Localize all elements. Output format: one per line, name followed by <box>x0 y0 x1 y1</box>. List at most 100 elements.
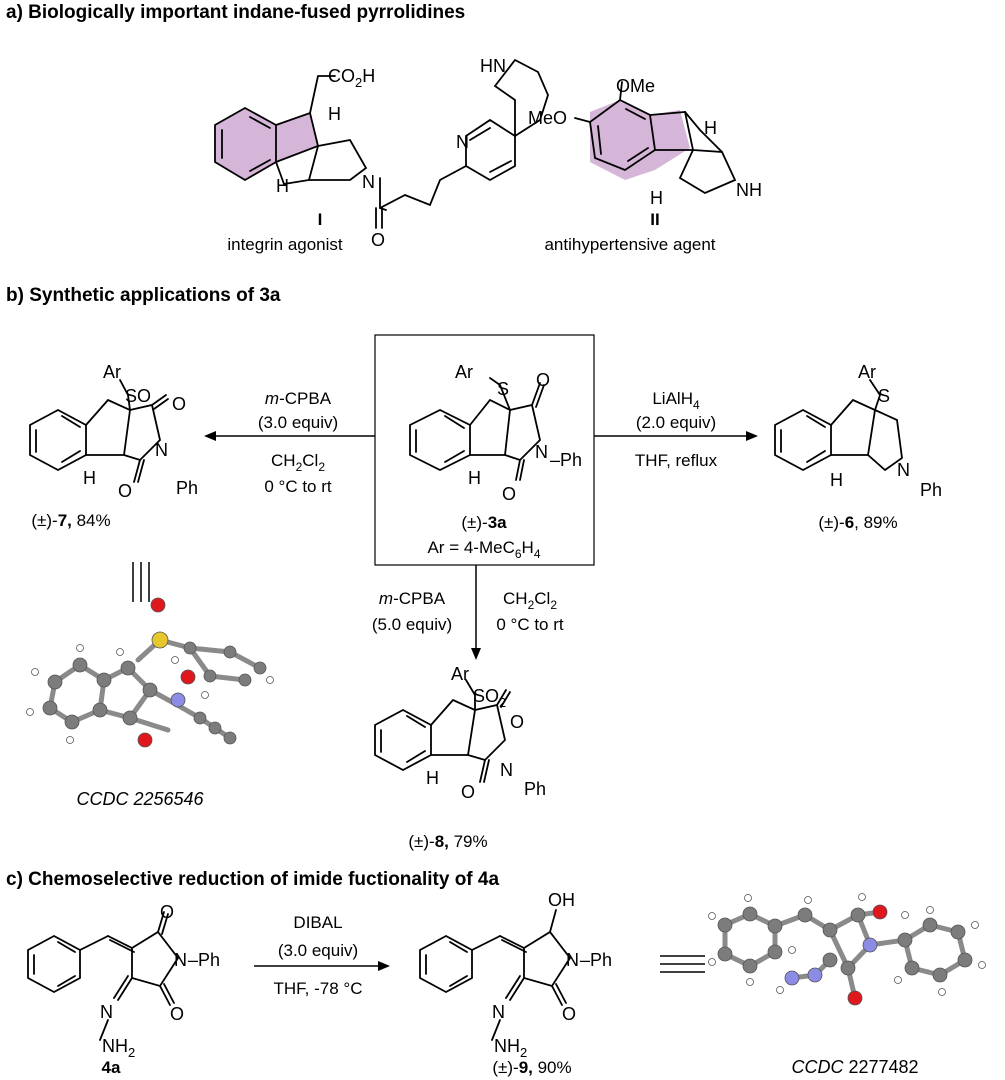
svg-text:SO: SO <box>125 386 151 406</box>
svg-text:O: O <box>461 782 475 802</box>
compound-II-highlight <box>590 100 690 180</box>
svg-text:H: H <box>426 768 439 788</box>
svg-text:HN: HN <box>480 56 506 76</box>
svg-text:O: O <box>371 230 385 250</box>
c-condition-reagent: DIBAL <box>293 913 342 932</box>
svg-text:N: N <box>100 1002 113 1022</box>
compound-8-label: (±)-8, 79% <box>408 832 487 851</box>
section-a-title: a) Biologically important indane-fused p… <box>6 2 465 23</box>
svg-text:O: O <box>160 902 174 922</box>
svg-text:S: S <box>878 386 890 406</box>
compound-4a-label: 4a <box>102 1058 121 1077</box>
compound-3a-label: (±)-3a <box>461 513 507 532</box>
svg-text:NH2: NH2 <box>102 1036 135 1060</box>
svg-text:Ph: Ph <box>524 779 546 799</box>
down-condition-solvent: CH2Cl2 <box>503 589 557 612</box>
right-condition-reagent: LiAlH4 <box>652 389 700 412</box>
svg-text:OMe: OMe <box>616 76 655 96</box>
arrow-down <box>471 565 481 660</box>
down-condition-reagent: m-CPBA <box>379 589 446 608</box>
compound-8-structure: Ar SO2 O N Ph H O <box>374 664 546 802</box>
svg-text:–Ph: –Ph <box>188 950 220 970</box>
svg-text:–Ph: –Ph <box>580 950 612 970</box>
c-condition-equiv: (3.0 equiv) <box>278 941 358 960</box>
compound-3a-ar-definition: Ar = 4-MeC6H4 <box>427 538 540 561</box>
compound-II-label: II <box>650 210 659 229</box>
compound-I-caption: integrin agonist <box>227 235 343 254</box>
compound-6-label: (±)-6, 89% <box>818 513 897 532</box>
svg-text:Ar: Ar <box>455 362 473 382</box>
arrow-right <box>594 431 758 441</box>
svg-text:H: H <box>83 468 96 488</box>
compound-3a-box <box>374 334 595 566</box>
svg-text:MeO: MeO <box>528 108 567 128</box>
svg-text:N: N <box>500 760 513 780</box>
left-condition-reagent: m-CPBA <box>265 389 332 408</box>
svg-text:O: O <box>170 1004 184 1024</box>
svg-text:N: N <box>362 172 375 192</box>
svg-text:H: H <box>650 188 663 208</box>
svg-text:Ph: Ph <box>176 478 198 498</box>
crystal-structure-7 <box>26 597 274 748</box>
svg-text:H: H <box>468 468 481 488</box>
svg-text:N: N <box>155 440 168 460</box>
ccdc-7: CCDC 2256546 <box>76 789 204 809</box>
svg-text:S: S <box>497 379 509 399</box>
compound-II-structure: OMe MeO H H NH <box>528 76 762 208</box>
svg-text:O: O <box>536 370 550 390</box>
svg-text:CO2H: CO2H <box>328 66 375 90</box>
compound-I-structure: CO2H H H N O N HN <box>214 56 549 250</box>
svg-text:Ar: Ar <box>103 362 121 382</box>
crystal-structure-9 <box>708 893 986 1006</box>
svg-text:N: N <box>566 950 579 970</box>
svg-text:O: O <box>510 712 524 732</box>
svg-text:H: H <box>328 104 341 124</box>
svg-text:O: O <box>172 394 186 414</box>
svg-text:SO2: SO2 <box>473 686 506 710</box>
svg-text:N: N <box>535 442 548 462</box>
svg-text:Ar: Ar <box>858 362 876 382</box>
compound-3a-structure: Ar S O N –Ph H O <box>409 362 582 504</box>
svg-text:Ar: Ar <box>451 664 469 684</box>
svg-text:N: N <box>897 460 910 480</box>
svg-text:OH: OH <box>548 890 575 910</box>
compound-9-structure: OH N –Ph O N NH2 <box>419 890 612 1060</box>
svg-text:N: N <box>174 950 187 970</box>
section-b-title: b) Synthetic applications of 3a <box>6 285 281 306</box>
arrow-dibal <box>254 961 390 971</box>
down-condition-temp: 0 °C to rt <box>496 615 564 634</box>
down-condition-equiv: (5.0 equiv) <box>372 615 452 634</box>
svg-text:–Ph: –Ph <box>550 450 582 470</box>
svg-text:O: O <box>562 1004 576 1024</box>
compound-9-label: (±)-9, 90% <box>492 1058 571 1077</box>
svg-text:H: H <box>830 470 843 490</box>
svg-text:N: N <box>456 132 469 152</box>
compound-I-highlight <box>215 108 318 180</box>
ccdc-9: CCDC 2277482 <box>791 1057 918 1077</box>
compound-4a-structure: O N –Ph O N NH2 <box>27 902 220 1060</box>
svg-text:O: O <box>118 481 132 501</box>
equivalence-symbol-9 <box>660 955 705 973</box>
left-condition-equiv: (3.0 equiv) <box>258 413 338 432</box>
compound-I-label: I <box>318 210 323 229</box>
arrow-left <box>204 431 375 441</box>
left-condition-temp: 0 °C to rt <box>264 477 332 496</box>
svg-text:Ph: Ph <box>920 480 942 500</box>
compound-II-caption: antihypertensive agent <box>544 235 715 254</box>
compound-6-structure: Ar S N Ph H <box>774 362 942 500</box>
svg-text:H: H <box>276 176 289 196</box>
svg-text:N: N <box>492 1002 505 1022</box>
equivalence-symbol-7 <box>132 562 150 602</box>
c-condition-solvent: THF, -78 °C <box>274 979 363 998</box>
section-c-title: c) Chemoselective reduction of imide fuc… <box>6 869 499 890</box>
compound-7-label: (±)-7, 84% <box>31 511 110 530</box>
svg-text:H: H <box>704 118 717 138</box>
right-condition-equiv: (2.0 equiv) <box>636 413 716 432</box>
svg-text:O: O <box>502 484 516 504</box>
right-condition-solvent: THF, reflux <box>635 451 718 470</box>
svg-text:NH2: NH2 <box>494 1036 527 1060</box>
compound-7-structure: Ar SO O N Ph H O <box>29 362 198 501</box>
svg-text:NH: NH <box>736 180 762 200</box>
left-condition-solvent: CH2Cl2 <box>271 451 325 474</box>
